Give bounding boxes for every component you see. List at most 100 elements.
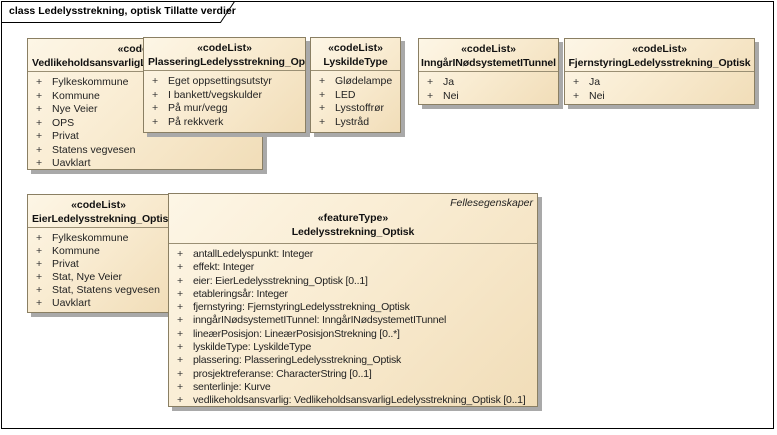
stereotype-label: «featureType» bbox=[317, 212, 389, 224]
attribute-row: + effekt: Integer bbox=[169, 261, 537, 274]
enum-list: + Ja + Nei bbox=[419, 72, 558, 103]
visibility-plus: + bbox=[36, 116, 43, 129]
enum-value-row: + Uavklart bbox=[28, 297, 169, 310]
box-header: Fellesegenskaper «featureType» Ledelysst… bbox=[169, 194, 537, 244]
visibility-plus: + bbox=[177, 380, 183, 393]
title-tab-shape bbox=[1, 1, 236, 23]
visibility-plus: + bbox=[36, 89, 43, 102]
enum-value: Kommune bbox=[52, 245, 100, 257]
visibility-plus: + bbox=[36, 103, 43, 115]
enum-value: Nye Veier bbox=[52, 103, 98, 115]
diagram-title: class Ledelysstrekning, optisk Tillatte … bbox=[9, 5, 236, 17]
enum-list: + Fylkeskommune + Kommune + Privat +Stat, N… bbox=[28, 228, 169, 310]
enum-value: Nei bbox=[589, 89, 605, 102]
diagram-frame bbox=[1, 1, 774, 429]
attribute-row: +inngårINødsystemetITunnel: InngårINødsy… bbox=[169, 314, 537, 327]
visibility-plus: + bbox=[177, 314, 183, 327]
box-header: «codeList» EierLedelysstrekning_Optisk bbox=[28, 195, 169, 228]
attribute-row: +etableringsår: Integer bbox=[169, 288, 537, 301]
visibility-plus: + bbox=[573, 76, 580, 88]
stereotype-label: «codeList» bbox=[71, 199, 126, 211]
visibility-plus: + bbox=[177, 248, 183, 260]
featuretype-box-ledelysstrekning-optisk[interactable]: Fellesegenskaper «featureType» Ledelysst… bbox=[168, 193, 538, 407]
attribute-row: + vedlikeholdsansvarlig: Vedlikeholdsansv… bbox=[169, 394, 537, 407]
enum-value: Uavklart bbox=[52, 297, 91, 309]
visibility-plus: + bbox=[152, 88, 159, 101]
enum-value-row: + Ja bbox=[565, 76, 754, 90]
visibility-plus: + bbox=[319, 115, 326, 128]
attribute-text: plassering: PlasseringLedelysstrekning_O… bbox=[193, 354, 402, 367]
enum-value-row: +Stat, Nye Veier bbox=[28, 271, 169, 284]
classifier-name: PlasseringLedelysstrekning_Optisk bbox=[148, 56, 305, 68]
enum-value: Nei bbox=[443, 89, 459, 102]
enum-value-row: +Glødelampe bbox=[311, 75, 400, 89]
enum-value: OPS bbox=[52, 116, 75, 129]
classifier-name: LyskildeType bbox=[323, 56, 388, 68]
codelist-box-lyskildetype[interactable]: «codeList» LyskildeType +Glødelampe +LED… bbox=[310, 37, 401, 133]
enum-value-row: + Nye Veier bbox=[28, 103, 262, 117]
box-header: «codeList» FjernstyringLedelysstrekning_… bbox=[565, 39, 754, 72]
enum-value: Eget oppsettingsutstyr bbox=[168, 75, 272, 87]
attribute-row: +antallLedelyspunkt: Integer bbox=[169, 248, 537, 261]
codelist-box-fjernstyring[interactable]: «codeList» FjernstyringLedelysstrekning_… bbox=[564, 38, 755, 105]
enum-value: Ja bbox=[443, 76, 455, 88]
visibility-plus: + bbox=[177, 367, 183, 380]
classifier-name: InngårINødsystemetITunnel bbox=[421, 57, 556, 69]
visibility-plus: + bbox=[573, 89, 580, 102]
visibility-plus: + bbox=[177, 341, 183, 354]
attribute-row: + lineærPosisjon: LineærPosisjonStrekning… bbox=[169, 328, 537, 341]
visibility-plus: + bbox=[152, 75, 159, 87]
attribute-text: senterlinje: Kurve bbox=[193, 380, 271, 393]
enum-value-row: + Eget oppsettingsutstyr bbox=[144, 75, 305, 89]
attribute-text: vedlikeholdsansvarlig: Vedlikeholdsansva… bbox=[193, 394, 526, 407]
attribute-list: +antallLedelyspunkt: Integer + effekt: In… bbox=[169, 244, 537, 407]
visibility-plus: + bbox=[177, 261, 183, 274]
codelist-box-inngaar-i-noedsystemet[interactable]: «codeList» InngårINødsystemetITunnel + Ja… bbox=[418, 38, 559, 105]
enum-value-row: +Uavklart bbox=[28, 157, 262, 169]
attribute-row: + prosjektreferanse: CharacterString [0..… bbox=[169, 368, 537, 381]
visibility-plus: + bbox=[36, 258, 43, 270]
enum-value: Privat bbox=[52, 130, 79, 142]
box-header: «codeList» InngårINødsystemetITunnel bbox=[419, 39, 558, 72]
visibility-plus: + bbox=[36, 143, 43, 156]
enum-value: LED bbox=[335, 88, 356, 101]
enum-value: Stat, Statens vegvesen bbox=[52, 284, 160, 296]
enum-value-row: + Ja bbox=[419, 76, 558, 90]
enum-value: I bankett/vegskulder bbox=[168, 88, 262, 101]
enum-value: Kommune bbox=[52, 89, 100, 102]
attribute-text: prosjektreferanse: CharacterString [0..1… bbox=[193, 367, 372, 380]
visibility-plus: + bbox=[177, 394, 183, 407]
visibility-plus: + bbox=[319, 102, 326, 114]
visibility-plus: + bbox=[177, 327, 183, 340]
attribute-row: +plassering: PlasseringLedelysstrekning_… bbox=[169, 354, 537, 367]
stereotype-label: «codeList» bbox=[461, 43, 516, 55]
codelist-box-eier[interactable]: «codeList» EierLedelysstrekning_Optisk +… bbox=[27, 194, 170, 313]
enum-value: Fylkeskommune bbox=[52, 232, 129, 244]
package-label: Fellesegenskaper bbox=[450, 197, 533, 209]
enum-value: På rekkverk bbox=[168, 115, 224, 128]
attribute-text: lyskildeType: LyskildeType bbox=[193, 341, 312, 354]
codelist-box-plassering[interactable]: «codeList» PlasseringLedelysstrekning_Op… bbox=[143, 37, 306, 133]
attribute-text: lineærPosisjon: LineærPosisjonStrekning … bbox=[193, 327, 400, 340]
enum-value-row: +På rekkverk bbox=[144, 116, 305, 130]
enum-value-row: +Lysstoffrør bbox=[311, 102, 400, 116]
visibility-plus: + bbox=[427, 76, 434, 88]
enum-value-row: + Nei bbox=[565, 90, 754, 104]
attribute-text: eier: EierLedelysstrekning_Optisk [0..1] bbox=[193, 274, 368, 287]
visibility-plus: + bbox=[36, 284, 43, 296]
enum-value-row: + OPS bbox=[28, 117, 262, 131]
visibility-plus: + bbox=[36, 130, 43, 142]
enum-value-row: + Stat, Statens vegvesen bbox=[28, 284, 169, 297]
visibility-plus: + bbox=[319, 88, 326, 101]
visibility-plus: + bbox=[36, 157, 43, 169]
attribute-row: +eier: EierLedelysstrekning_Optisk [0..1… bbox=[169, 275, 537, 288]
enum-value: Fylkeskommune bbox=[52, 76, 129, 88]
attribute-text: effekt: Integer bbox=[193, 261, 255, 274]
enum-value: Glødelampe bbox=[335, 75, 393, 87]
enum-value-row: + I bankett/vegskulder bbox=[144, 89, 305, 103]
enum-value: Privat bbox=[52, 258, 79, 270]
stereotype-label: «codeList» bbox=[328, 42, 383, 54]
enum-value: Ja bbox=[589, 76, 601, 88]
visibility-plus: + bbox=[36, 297, 43, 309]
attribute-text: etableringsår: Integer bbox=[193, 287, 288, 300]
